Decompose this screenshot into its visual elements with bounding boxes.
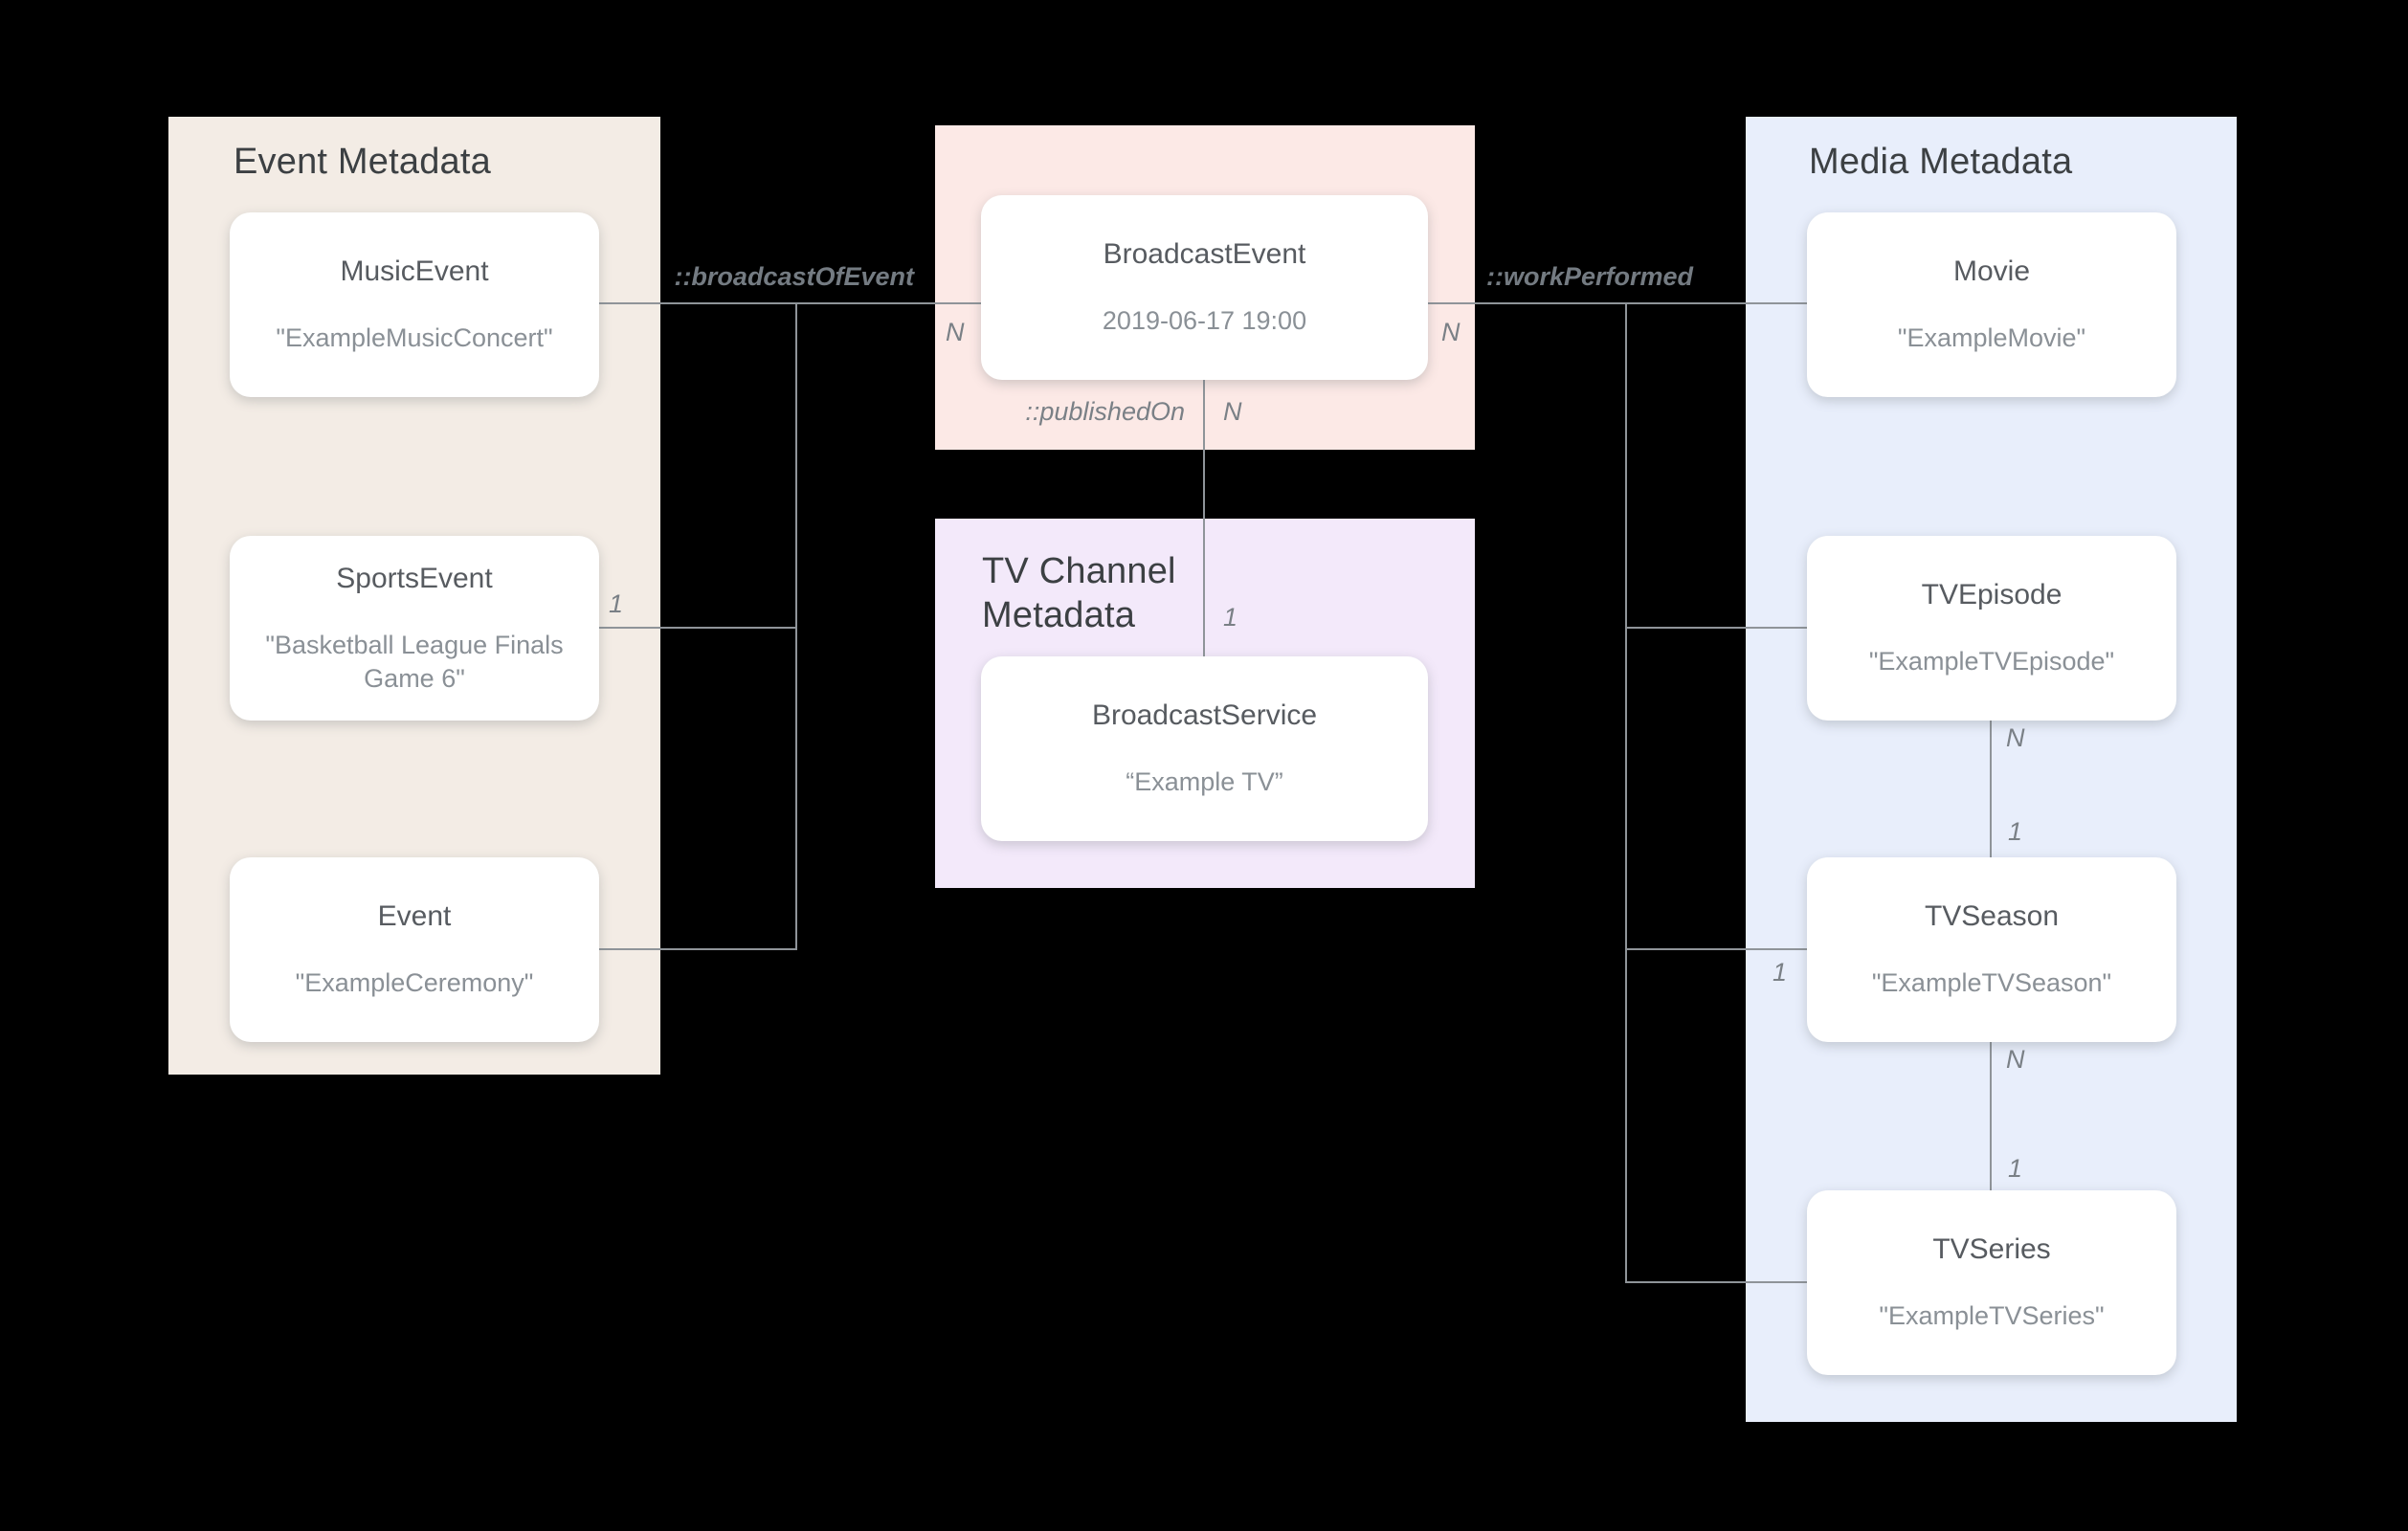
- card-subtitle: "Basketball League Finals Game 6": [265, 630, 564, 693]
- cardinality-sportsevent-1: 1: [609, 589, 624, 618]
- panel-title-media-metadata: Media Metadata: [1809, 142, 2073, 182]
- connector-broadcastevent-movie: [1428, 302, 1807, 304]
- card-music-event: MusicEvent "ExampleMusicConcert": [230, 212, 599, 397]
- card-title: TVEpisode: [1921, 579, 2062, 610]
- card-tv-season: TVSeason "ExampleTVSeason": [1807, 857, 2176, 1042]
- cardinality-episode-season-1: 1: [2008, 817, 2023, 846]
- card-sports-event: SportsEvent "Basketball League Finals Ga…: [230, 536, 599, 721]
- card-broadcast-event: BroadcastEvent 2019-06-17 19:00: [981, 195, 1428, 380]
- connector-tvseason-branch: [1625, 948, 1807, 950]
- card-subtitle: "ExampleTVEpisode": [1868, 647, 2115, 676]
- card-title: SportsEvent: [336, 562, 493, 594]
- connector-right-trunk-vertical: [1625, 302, 1627, 1283]
- cardinality-broadcastevent-right-n: N: [1441, 318, 1460, 346]
- card-subtitle: “Example TV”: [1126, 767, 1283, 796]
- cardinality-season-series-n: N: [2006, 1045, 2025, 1074]
- card-subtitle: "ExampleTVSeries": [1879, 1301, 2105, 1330]
- panel-title-tv-channel-metadata: TV Channel Metadata: [982, 551, 1176, 635]
- card-title: MusicEvent: [340, 255, 489, 287]
- card-subtitle: "ExampleCeremony": [295, 968, 534, 997]
- relation-label-broadcast-of-event: ::broadcastOfEvent: [674, 262, 914, 291]
- card-title: Movie: [1952, 255, 2031, 287]
- connector-tvseries-branch: [1625, 1281, 1807, 1283]
- relation-label-work-performed: ::workPerformed: [1486, 262, 1694, 291]
- connector-sportsevent-branch: [599, 627, 797, 629]
- cardinality-broadcastevent-left-n: N: [946, 318, 965, 346]
- card-title: TVSeason: [1924, 900, 2060, 932]
- connector-musicevent-broadcastevent: [599, 302, 981, 304]
- cardinality-publishedon-n: N: [1223, 397, 1242, 426]
- card-tv-episode: TVEpisode "ExampleTVEpisode": [1807, 536, 2176, 721]
- card-movie: Movie "ExampleMovie": [1807, 212, 2176, 397]
- connector-left-trunk-vertical: [795, 302, 797, 950]
- connector-tvepisode-branch: [1625, 627, 1807, 629]
- cardinality-season-series-1: 1: [2008, 1154, 2023, 1183]
- card-title: TVSeries: [1932, 1233, 2051, 1265]
- card-event: Event "ExampleCeremony": [230, 857, 599, 1042]
- connector-tvseason-tvseries: [1990, 1042, 1992, 1190]
- cardinality-tvseason-branch-1: 1: [1773, 958, 1788, 987]
- card-subtitle: 2019-06-17 19:00: [1102, 306, 1307, 335]
- card-subtitle: "ExampleMusicConcert": [276, 323, 553, 352]
- cardinality-episode-season-n: N: [2006, 723, 2025, 752]
- card-title: BroadcastEvent: [1103, 238, 1306, 270]
- connector-event-branch: [599, 948, 797, 950]
- card-broadcast-service: BroadcastService “Example TV”: [981, 656, 1428, 841]
- card-title: BroadcastService: [1091, 699, 1318, 731]
- card-tv-series: TVSeries "ExampleTVSeries": [1807, 1190, 2176, 1375]
- card-title: Event: [377, 900, 452, 932]
- connector-tvepisode-tvseason: [1990, 721, 1992, 857]
- card-subtitle: "ExampleMovie": [1897, 323, 2086, 352]
- panel-title-event-metadata: Event Metadata: [234, 142, 491, 182]
- relation-label-published-on: ::publishedOn: [1025, 397, 1185, 426]
- cardinality-broadcastservice-1: 1: [1223, 603, 1238, 632]
- card-subtitle: "ExampleTVSeason": [1871, 968, 2112, 997]
- connector-broadcastevent-broadcastservice: [1203, 380, 1205, 656]
